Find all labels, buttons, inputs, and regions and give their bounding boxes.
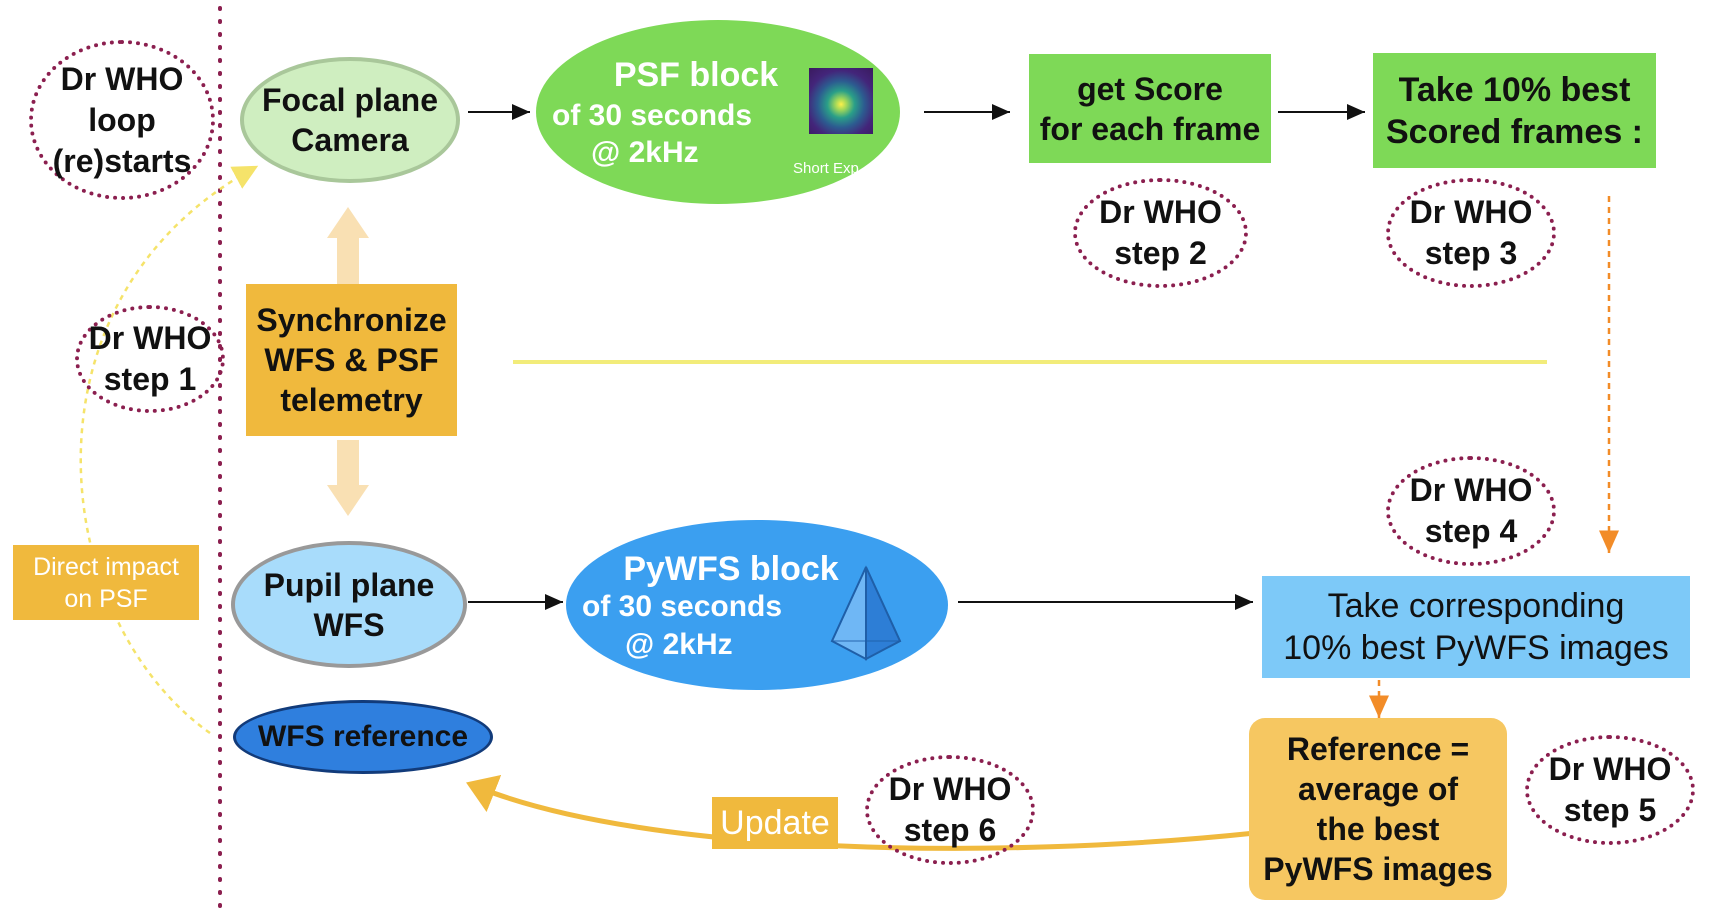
take-corresponding-line1: Take corresponding <box>1327 587 1625 625</box>
focal-camera-line2: Camera <box>291 122 409 158</box>
focal-plane-camera: Focal plane Camera <box>240 57 460 183</box>
psf-block-line2: @ 2kHz <box>591 136 699 169</box>
dr-who-step1-line1: Dr WHO <box>88 320 212 356</box>
pywfs-block: PyWFS block of 30 seconds @ 2kHz <box>566 520 948 690</box>
dr-who-step3-badge: Dr WHO step 3 <box>1386 178 1556 288</box>
pywfs-block-line1: of 30 seconds <box>582 590 783 623</box>
dr-who-step6-line1: Dr WHO <box>888 771 1012 807</box>
psf-thumbnail-caption: Short Exp. <box>793 160 864 177</box>
dr-who-step2-line2: step 2 <box>1114 235 1207 271</box>
dr-who-step1-badge: Dr WHO step 1 <box>75 305 225 413</box>
get-score-line2: for each frame <box>1039 110 1261 147</box>
dr-who-step5-line1: Dr WHO <box>1548 751 1672 787</box>
take-corresponding-line2: 10% best PyWFS images <box>1283 629 1669 667</box>
psf-block: PSF block of 30 seconds @ 2kHz Short Exp… <box>536 20 900 204</box>
pupil-plane-wfs: Pupil plane WFS <box>231 541 467 668</box>
pyramid-icon <box>830 565 902 661</box>
pupil-wfs-line1: Pupil plane <box>263 566 435 603</box>
direct-impact-line1: Direct impact <box>33 552 179 581</box>
wfs-reference-label: WFS reference <box>257 720 469 753</box>
pywfs-block-line2: @ 2kHz <box>625 628 733 661</box>
direct-impact-line2: on PSF <box>64 584 148 613</box>
dr-who-step1-line2: step 1 <box>103 361 197 397</box>
focal-camera-line1: Focal plane <box>261 82 439 118</box>
dr-who-loop-line1: Dr WHO <box>60 60 184 97</box>
dr-who-step4-badge: Dr WHO step 4 <box>1386 456 1556 566</box>
psf-thumbnail-icon <box>809 68 873 134</box>
take-best-line2: Scored frames : <box>1386 112 1643 151</box>
take-corresponding-box: Take corresponding 10% best PyWFS images <box>1262 576 1690 678</box>
dr-who-step3-line1: Dr WHO <box>1409 194 1533 230</box>
psf-block-title: PSF block <box>613 56 779 94</box>
get-score-line1: get Score <box>1077 70 1223 107</box>
dr-who-step3-line2: step 3 <box>1424 235 1518 271</box>
dr-who-loop-line3: (re)starts <box>52 142 192 179</box>
dr-who-step4-line2: step 4 <box>1424 513 1518 549</box>
synchronize-line3: telemetry <box>280 382 423 418</box>
reference-average-box: Reference = average of the best PyWFS im… <box>1249 718 1507 900</box>
reference-average-line4: PyWFS images <box>1263 851 1493 887</box>
dr-who-step5-line2: step 5 <box>1563 792 1657 828</box>
direct-impact-label: Direct impact on PSF <box>13 545 199 620</box>
dr-who-step4-line1: Dr WHO <box>1409 472 1533 508</box>
synchronize-box: Synchronize WFS & PSF telemetry <box>246 284 457 436</box>
reference-average-line1: Reference = <box>1286 731 1470 767</box>
sync-arrow-down <box>327 440 369 516</box>
reference-average-line2: average of <box>1297 771 1459 807</box>
update-text: Update <box>720 803 830 842</box>
get-score-box: get Score for each frame <box>1029 54 1271 163</box>
sync-arrow-up <box>327 207 369 284</box>
dr-who-step2-line1: Dr WHO <box>1099 194 1222 230</box>
take-best-box: Take 10% best Scored frames : <box>1373 53 1656 168</box>
pywfs-block-title: PyWFS block <box>623 550 839 588</box>
dr-who-step2-badge: Dr WHO step 2 <box>1073 178 1248 288</box>
dr-who-step6-badge: Dr WHO step 6 <box>865 755 1035 865</box>
direct-impact-curve <box>79 165 259 735</box>
dr-who-step6-line2: step 6 <box>903 812 997 848</box>
pupil-wfs-line2: WFS <box>313 606 385 643</box>
synchronize-line2: WFS & PSF <box>264 342 439 378</box>
synchronize-line1: Synchronize <box>256 302 447 338</box>
update-label: Update <box>712 797 838 849</box>
wfs-reference: WFS reference <box>233 700 493 774</box>
dr-who-loop-line2: loop <box>88 101 156 138</box>
reference-average-line3: the best <box>1316 811 1440 847</box>
dr-who-step5-badge: Dr WHO step 5 <box>1525 735 1695 845</box>
psf-block-line1: of 30 seconds <box>552 99 753 132</box>
take-best-line1: Take 10% best <box>1398 70 1631 109</box>
dr-who-loop-badge: Dr WHO loop (re)starts <box>29 40 215 200</box>
